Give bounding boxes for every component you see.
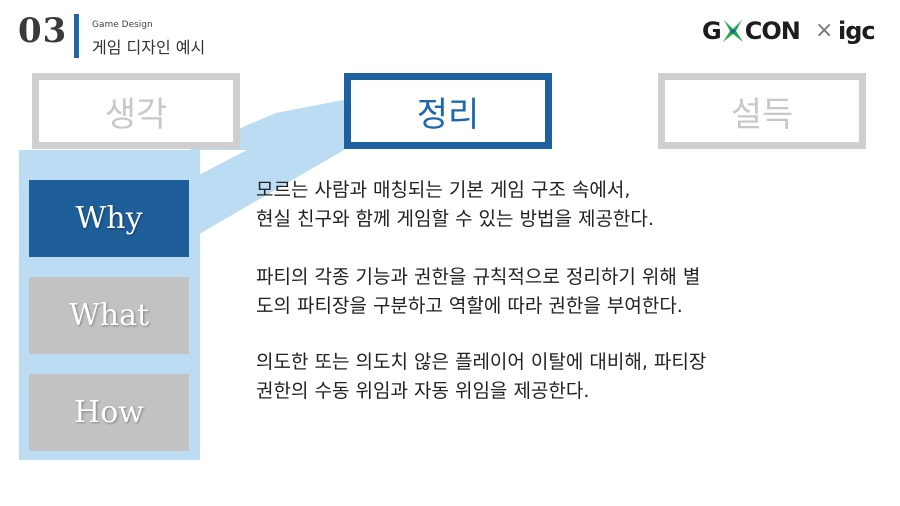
- step-persuade: 설득: [658, 73, 866, 149]
- section-number: 03: [18, 11, 68, 51]
- nav-how-button[interactable]: How: [29, 374, 189, 451]
- nav-what-button[interactable]: What: [29, 277, 189, 354]
- paragraph-delegation: 의도한 또는 의도치 않은 플레이어 이탈에 대비해, 파티장 권한의 수동 위…: [256, 351, 707, 402]
- section-subtitle: Game Design: [92, 20, 153, 30]
- paragraph-matching: 모르는 사람과 매칭되는 기본 게임 구조 속에서, 현실 친구와 함께 게임할…: [256, 179, 654, 230]
- gcon-logo-g: G: [702, 17, 722, 45]
- step-organize: 정리: [344, 73, 552, 149]
- paragraph-party-roles: 파티의 각종 기능과 권한을 규칙적으로 정리하기 위해 별 도의 파티장을 구…: [256, 266, 701, 317]
- section-divider: [74, 14, 79, 58]
- nav-why-button[interactable]: Why: [29, 180, 189, 257]
- gcon-logo-text: CON: [744, 17, 801, 45]
- igc-logo: igc: [838, 17, 876, 45]
- step-think: 생각: [32, 73, 240, 149]
- gcon-logo: G CON: [702, 14, 801, 48]
- gcon-star-icon: [722, 18, 744, 44]
- logo-separator: ×: [815, 18, 834, 43]
- section-title: 게임 디자인 예시: [92, 38, 206, 57]
